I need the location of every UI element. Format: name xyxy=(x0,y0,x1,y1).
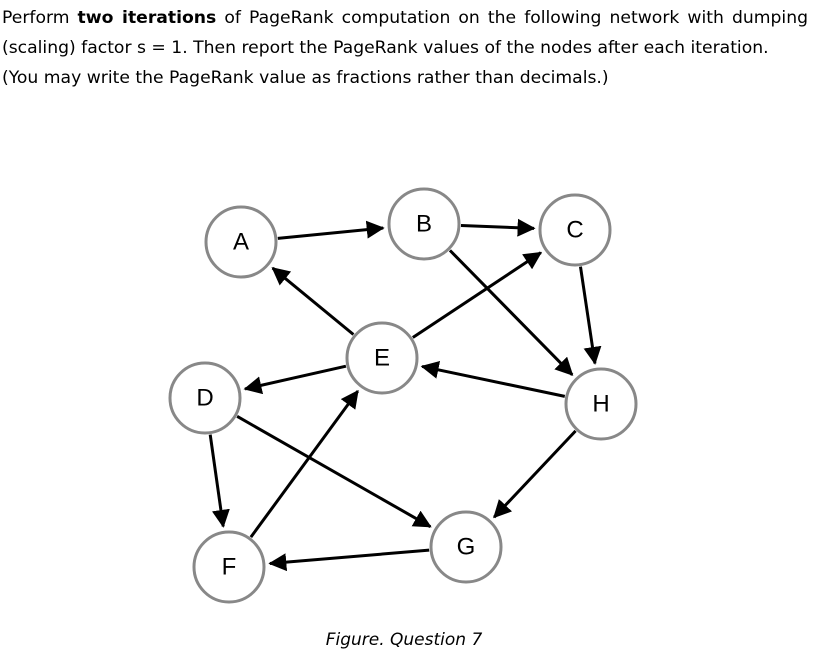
node-label: F xyxy=(222,553,237,580)
node-d: D xyxy=(168,361,242,435)
edge-b-h xyxy=(448,249,574,376)
edge-h-e xyxy=(420,361,566,398)
edge-d-f xyxy=(208,434,230,528)
node-circle xyxy=(192,530,266,604)
edge-e-a xyxy=(271,266,355,336)
node-circle xyxy=(345,321,419,395)
node-h: H xyxy=(564,367,638,441)
edge-d-g xyxy=(236,415,432,528)
node-label: A xyxy=(233,228,249,255)
node-circle xyxy=(538,193,612,267)
node-b: B xyxy=(387,187,461,261)
node-c: C xyxy=(538,193,612,267)
node-circle xyxy=(564,367,638,441)
question-body: of PageRank computation on the following… xyxy=(2,8,808,58)
edge-h-g xyxy=(493,429,577,519)
node-label: E xyxy=(374,344,390,371)
node-circle xyxy=(387,187,461,261)
edge-g-f xyxy=(268,548,430,572)
node-f: F xyxy=(192,530,266,604)
edge-f-e xyxy=(249,389,359,539)
node-circle xyxy=(168,361,242,435)
edge-e-d xyxy=(243,364,347,395)
edge-b-c xyxy=(460,218,536,237)
edge-c-h xyxy=(578,266,602,365)
node-e: E xyxy=(345,321,419,395)
figure-caption: Figure. Question 7 xyxy=(325,630,483,650)
question-note: (You may write the PageRank value as fra… xyxy=(2,68,609,88)
edge-e-c xyxy=(412,251,543,339)
node-g: G xyxy=(429,510,503,584)
node-label: D xyxy=(196,384,213,411)
question-text: Perform two iterations of PageRank compu… xyxy=(2,3,808,93)
question-emphasis: two iterations xyxy=(77,8,217,28)
node-label: B xyxy=(416,210,432,237)
node-a: A xyxy=(204,205,278,279)
node-label: H xyxy=(592,390,609,417)
node-label: C xyxy=(566,216,583,243)
edge-a-b xyxy=(277,220,385,240)
question-paragraph: Perform two iterations of PageRank compu… xyxy=(2,3,808,63)
node-circle xyxy=(204,205,278,279)
question-intro: Perform xyxy=(2,8,78,28)
node-label: G xyxy=(457,533,476,560)
node-circle xyxy=(429,510,503,584)
